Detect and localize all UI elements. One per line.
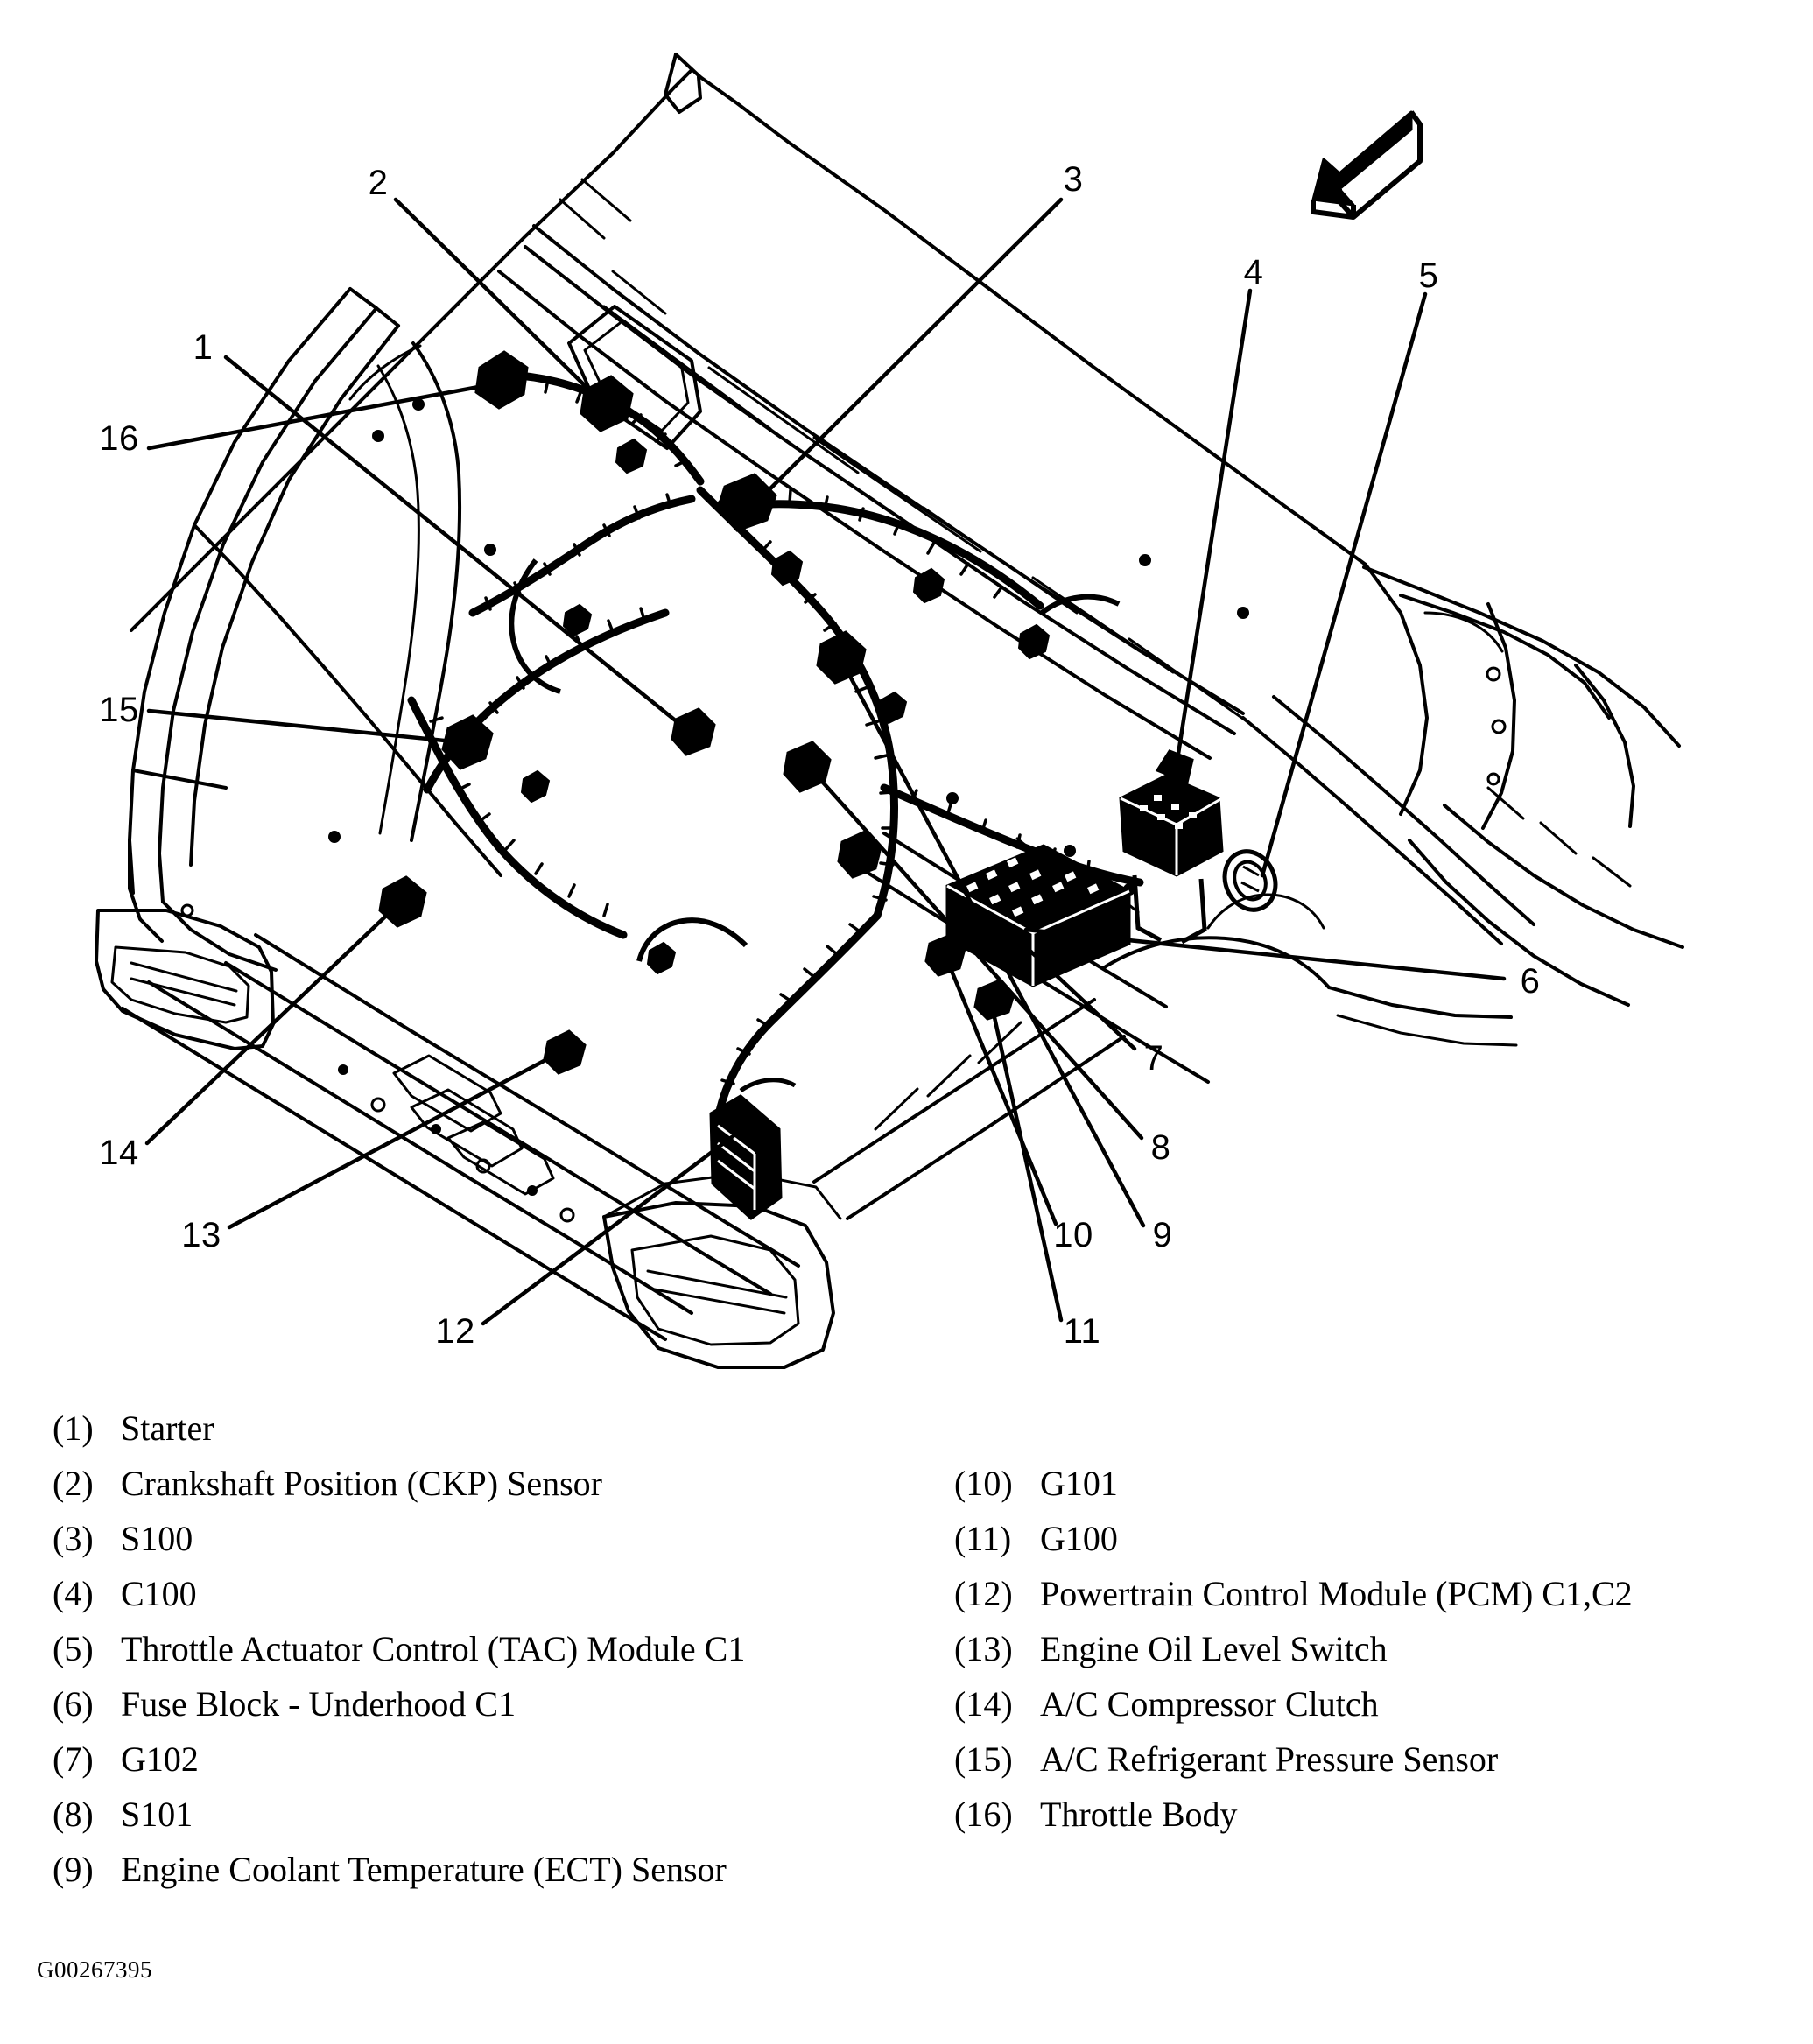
leader-line-2: [393, 197, 607, 407]
engine-wiring-harness: [407, 370, 1144, 1123]
engine-controls-component-view-figure: 1 2 3 4 5 6 7 8 9 10 11 12 13 14 15 16: [95, 53, 1684, 1369]
figure-id-code: G00267395: [37, 1956, 152, 1983]
legend-right-column: (10) G101 (11) G100 (12) Powertrain Cont…: [954, 1456, 1777, 1842]
legend-label-4: C100: [121, 1574, 197, 1613]
callout-15: 15: [99, 691, 139, 729]
callout-10: 10: [1053, 1216, 1093, 1254]
legend-label-7: G102: [121, 1739, 199, 1779]
legend-label-12: Powertrain Control Module (PCM) C1,C2: [1040, 1574, 1633, 1613]
legend-number-9: (9): [53, 1850, 94, 1889]
callout-7: 7: [1144, 1039, 1164, 1078]
legend-number-6: (6): [53, 1684, 94, 1724]
legend-number-12: (12): [954, 1574, 1013, 1613]
legend-number-7: (7): [53, 1739, 94, 1779]
legend-item-3: (3) S100: [53, 1511, 945, 1566]
callout-5: 5: [1419, 256, 1439, 295]
tac-module: [1119, 749, 1224, 945]
callout-9: 9: [1153, 1216, 1173, 1254]
leader-line-13: [227, 1048, 566, 1230]
legend-label-1: Starter: [121, 1408, 214, 1448]
legend-label-8: S101: [121, 1795, 193, 1834]
legend-label-13: Engine Oil Level Switch: [1040, 1629, 1388, 1668]
callout-leader-lines: [144, 197, 1507, 1326]
front-of-vehicle-arrow-icon: [1311, 110, 1423, 220]
legend-number-1: (1): [53, 1408, 94, 1448]
callout-8: 8: [1151, 1128, 1171, 1167]
legend-number-10: (10): [954, 1464, 1013, 1503]
legend-item-1: (1) Starter: [53, 1401, 945, 1456]
callout-6: 6: [1521, 962, 1541, 1001]
legend-label-3: S100: [121, 1519, 193, 1558]
legend-item-11: (11) G100: [954, 1511, 1777, 1566]
legend-number-11: (11): [954, 1519, 1012, 1558]
legend-item-9: (9) Engine Coolant Temperature (ECT) Sen…: [53, 1842, 945, 1897]
leader-line-7: [1020, 941, 1137, 1051]
leader-line-5: [1260, 291, 1428, 878]
legend-label-11: G100: [1040, 1519, 1118, 1558]
vehicle-body-outline: [95, 53, 1684, 1369]
legend-item-7: (7) G102: [53, 1731, 945, 1787]
legend-number-5: (5): [53, 1629, 94, 1668]
callout-14: 14: [99, 1134, 139, 1172]
leader-line-12: [481, 1132, 738, 1326]
fuse-block-underhood: [945, 844, 1131, 987]
pcm-module: [709, 1078, 797, 1220]
legend-item-15: (15) A/C Refrigerant Pressure Sensor: [954, 1731, 1777, 1787]
leader-line-10: [943, 953, 1058, 1226]
legend-number-8: (8): [53, 1795, 94, 1834]
callout-4: 4: [1244, 253, 1264, 291]
leader-line-8: [806, 764, 1144, 1141]
legend-number-14: (14): [954, 1684, 1013, 1724]
legend-label-15: A/C Refrigerant Pressure Sensor: [1040, 1739, 1499, 1779]
legend-number-2: (2): [53, 1464, 94, 1503]
legend-number-4: (4): [53, 1574, 94, 1613]
legend-label-5: Throttle Actuator Control (TAC) Module C…: [121, 1629, 746, 1668]
c100-connector: [1222, 849, 1278, 912]
leader-line-3: [748, 197, 1064, 510]
legend-label-2: Crankshaft Position (CKP) Sensor: [121, 1464, 602, 1503]
leader-line-16: [146, 381, 500, 451]
legend-item-5: (5) Throttle Actuator Control (TAC) Modu…: [53, 1621, 945, 1676]
callout-13: 13: [181, 1216, 221, 1254]
leader-line-9: [838, 656, 1146, 1228]
legend-item-2: (2) Crankshaft Position (CKP) Sensor: [53, 1456, 945, 1511]
legend-left-column: (1) Starter (2) Crankshaft Position (CKP…: [53, 1401, 945, 1897]
leader-line-6: [1023, 927, 1507, 981]
legend-number-16: (16): [954, 1795, 1013, 1834]
callout-16: 16: [99, 419, 139, 458]
vehicle-engine-compartment-illustration: 1 2 3 4 5 6 7 8 9 10 11 12 13 14 15 16: [95, 53, 1684, 1369]
legend-item-12: (12) Powertrain Control Module (PCM) C1,…: [954, 1566, 1777, 1621]
legend-number-13: (13): [954, 1629, 1013, 1668]
legend-item-4: (4) C100: [53, 1566, 945, 1621]
legend-item-16: (16) Throttle Body: [954, 1787, 1777, 1842]
legend-item-10: (10) G101: [954, 1456, 1777, 1511]
callout-12: 12: [435, 1312, 475, 1351]
legend-label-9: Engine Coolant Temperature (ECT) Sensor: [121, 1850, 727, 1889]
callout-2: 2: [369, 164, 389, 202]
legend-number-3: (3): [53, 1519, 94, 1558]
callout-3: 3: [1064, 160, 1084, 199]
callout-11: 11: [1064, 1312, 1101, 1351]
legend-item-6: (6) Fuse Block - Underhood C1: [53, 1676, 945, 1731]
leader-line-15: [146, 708, 465, 745]
legend-label-14: A/C Compressor Clutch: [1040, 1684, 1379, 1724]
leader-line-11: [988, 999, 1064, 1323]
harness-connectors-and-components: [378, 350, 1278, 1220]
callout-numbers: 1 2 3 4 5 6 7 8 9 10 11 12 13 14 15 16: [99, 160, 1540, 1351]
legend-label-10: G101: [1040, 1464, 1118, 1503]
component-legend: (1) Starter (2) Crankshaft Position (CKP…: [0, 1401, 1813, 1943]
legend-item-13: (13) Engine Oil Level Switch: [954, 1621, 1777, 1676]
callout-1: 1: [193, 328, 214, 367]
legend-item-14: (14) A/C Compressor Clutch: [954, 1676, 1777, 1731]
legend-number-15: (15): [954, 1739, 1013, 1779]
leader-line-4: [1170, 288, 1253, 790]
legend-item-8: (8) S101: [53, 1787, 945, 1842]
legend-label-16: Throttle Body: [1040, 1795, 1238, 1834]
leader-line-14: [144, 899, 404, 1146]
legend-label-6: Fuse Block - Underhood C1: [121, 1684, 516, 1724]
